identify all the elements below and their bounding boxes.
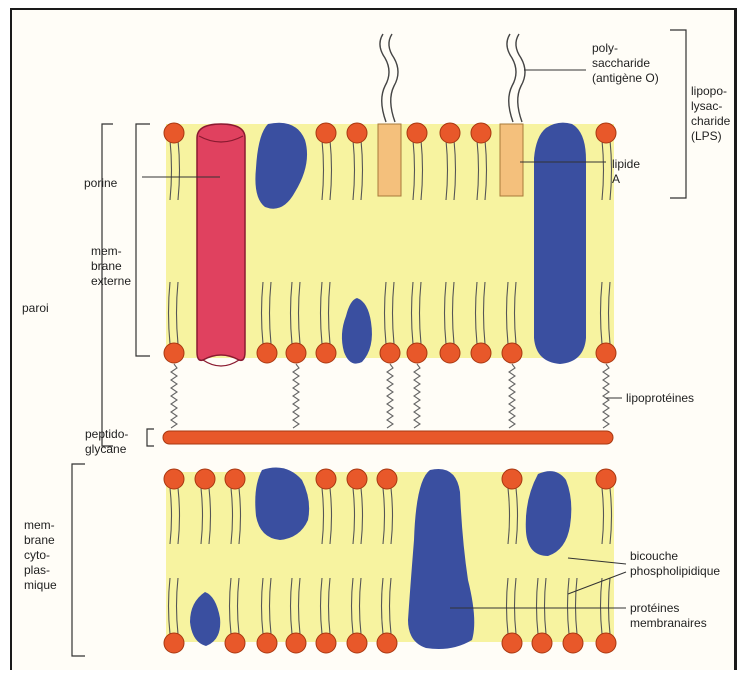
phospholipid-head [316,343,336,363]
phospholipid-head [596,343,616,363]
lipoprotein-spring [293,364,299,428]
bicouche-label: bicouchephospholipidique [630,549,720,578]
phospholipid-head [471,343,491,363]
phospholipid-head [532,633,552,653]
phospholipid-head [407,343,427,363]
outer-membrane-bracket [136,124,150,356]
phospholipid-head [316,469,336,489]
phospholipid-head [440,343,460,363]
phospholipid-head [596,469,616,489]
phospholipid-head [347,469,367,489]
lipid-a-block [378,124,401,196]
phospholipid-head [471,123,491,143]
lipoprotein-links [171,364,609,428]
lps-bracket [670,30,686,198]
phospholipid-head [316,633,336,653]
lipoprotein-spring [509,364,515,428]
phospholipid-head [164,469,184,489]
phospholipid-head [502,469,522,489]
lipid-a-block [500,124,523,196]
phospholipid-head [257,343,277,363]
lipoprotein-spring [387,364,393,428]
peptidoglycan-bracket [147,429,154,446]
phospholipid-head [563,633,583,653]
phospholipid-head [377,633,397,653]
polysaccharide-chain-right [507,34,516,122]
peptidoglycan-layer [163,431,613,444]
polysaccharide-chain-right [516,34,525,122]
phospholipid-head [596,123,616,143]
phospholipid-head [316,123,336,143]
phospholipid-head [225,469,245,489]
membrane-externe-label: mem-braneexterne [91,244,131,288]
phospholipid-head [596,633,616,653]
lipoprotein-spring [171,364,177,428]
peptidoglycane-label: peptido-glycane [85,427,128,456]
polysaccharide-chain-left [380,34,389,122]
paroi-label: paroi [22,301,49,315]
porin-inner-edge [203,360,239,366]
phospholipid-head [257,633,277,653]
phospholipid-head [164,343,184,363]
phospholipid-head [440,123,460,143]
phospholipid-head [164,633,184,653]
phospholipid-head [407,123,427,143]
phospholipid-head [225,633,245,653]
proteines-label: protéinesmembranaires [630,601,707,630]
phospholipid-head [347,123,367,143]
phospholipid-head [164,123,184,143]
porine-label: porine [84,176,118,190]
outer-membrane-protein [534,123,586,364]
lipoprotein-spring [414,364,420,428]
phospholipid-head [502,633,522,653]
lipoprotein-spring [603,364,609,428]
polysaccharide-chain-left [389,34,398,122]
lipoproteines-label: lipoprotéines [626,391,694,405]
polysaccharide-label: poly-saccharide(antigène O) [592,41,659,85]
phospholipid-head [380,343,400,363]
phospholipid-head [377,469,397,489]
porin-channel [197,124,245,360]
phospholipid-head [286,633,306,653]
phospholipid-head [502,343,522,363]
phospholipid-head [347,633,367,653]
lps-label: lipopo-lysac-charide(LPS) [691,84,731,143]
phospholipid-head [286,343,306,363]
cytoplasmic-membrane-bracket [72,464,85,656]
phospholipid-head [195,469,215,489]
